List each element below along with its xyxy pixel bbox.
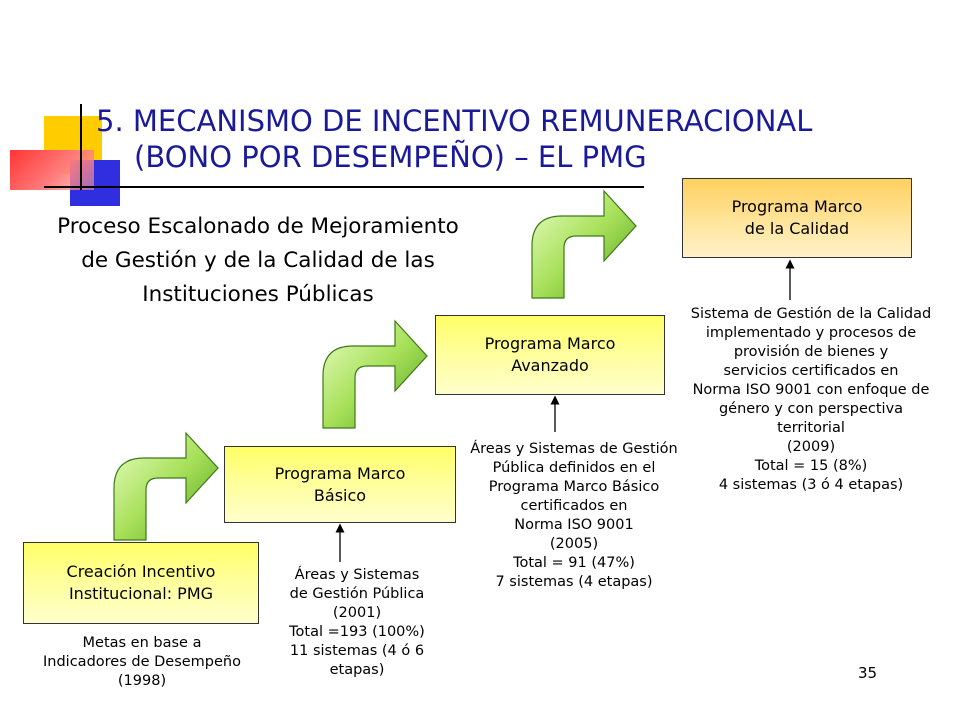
slide-subtitle: Proceso Escalonado de Mejoramiento de Ge… bbox=[57, 214, 459, 307]
curved-arrow-1-icon bbox=[113, 431, 219, 541]
title-line-1: 5. MECANISMO DE INCENTIVO REMUNERACIONAL bbox=[96, 104, 813, 138]
note-programa-calidad: Sistema de Gestión de la Calidad impleme… bbox=[690, 306, 932, 493]
box-programa-avanzado: Programa Marco Avanzado bbox=[435, 315, 665, 395]
box-programa-calidad: Programa Marco de la Calidad bbox=[682, 178, 912, 258]
title-underline bbox=[44, 186, 644, 188]
slide-title: 5. MECANISMO DE INCENTIVO REMUNERACIONAL… bbox=[96, 103, 916, 175]
curved-arrow-2-icon bbox=[322, 319, 428, 429]
note-programa-avanzado: Áreas y Sistemas de Gestión Pública defi… bbox=[470, 441, 678, 590]
curved-arrow-3-icon bbox=[531, 189, 637, 299]
note-programa-basico: Áreas y Sistemas de Gestión Pública (200… bbox=[289, 567, 425, 678]
page-number: 35 bbox=[858, 664, 878, 682]
box-programa-basico: Programa Marco Básico bbox=[224, 446, 456, 523]
logo-vertical-line bbox=[80, 104, 82, 190]
note-creacion-incentivo: Metas en base a Indicadores de Desempeño… bbox=[43, 635, 241, 689]
box-creacion-incentivo: Creación Incentivo Institucional: PMG bbox=[23, 542, 259, 624]
title-line-2: (BONO POR DESEMPEÑO) – EL PMG bbox=[134, 140, 647, 174]
